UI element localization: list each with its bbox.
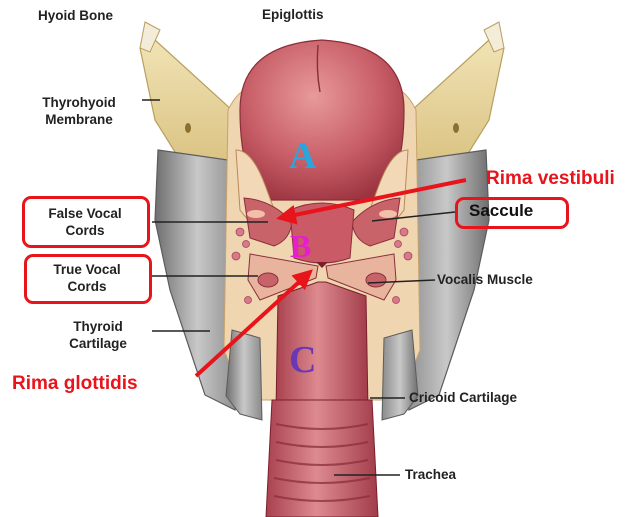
epiglottis bbox=[240, 40, 404, 200]
region-c-label: C bbox=[289, 340, 316, 380]
thyrohyoid-line1: Thyrohyoid bbox=[20, 94, 138, 111]
thyroid-cartilage-label: Thyroid Cartilage bbox=[48, 318, 148, 352]
vocalis-muscle-label: Vocalis Muscle bbox=[437, 271, 533, 288]
true-vocal-line2: Cords bbox=[26, 278, 148, 295]
vocalis-muscle-left bbox=[258, 273, 278, 287]
saccule-label: Saccule bbox=[469, 201, 533, 221]
region-a-label: A bbox=[289, 136, 316, 176]
rima-vestibuli-label: Rima vestibuli bbox=[486, 168, 615, 190]
thyrohyoid-membrane-label: Thyrohyoid Membrane bbox=[20, 94, 138, 128]
thyroid-line2: Cartilage bbox=[48, 335, 148, 352]
false-vocal-line1: False Vocal bbox=[24, 205, 146, 222]
region-b-label: B bbox=[290, 226, 311, 266]
cricoid-cartilage-label: Cricoid Cartilage bbox=[409, 389, 517, 406]
true-vocal-cords-label: True Vocal Cords bbox=[26, 261, 148, 295]
rima-glottidis-label: Rima glottidis bbox=[12, 373, 138, 395]
false-vocal-line2: Cords bbox=[24, 222, 146, 239]
thyrohyoid-line2: Membrane bbox=[20, 111, 138, 128]
vocalis-muscle-right bbox=[366, 273, 386, 287]
thyroid-line1: Thyroid bbox=[48, 318, 148, 335]
trachea bbox=[266, 400, 378, 517]
trachea-label: Trachea bbox=[405, 466, 456, 483]
true-vocal-line1: True Vocal bbox=[26, 261, 148, 278]
epiglottis-label: Epiglottis bbox=[262, 6, 324, 23]
false-vocal-cords-label: False Vocal Cords bbox=[24, 205, 146, 239]
hyoid-bone-label: Hyoid Bone bbox=[38, 7, 113, 24]
